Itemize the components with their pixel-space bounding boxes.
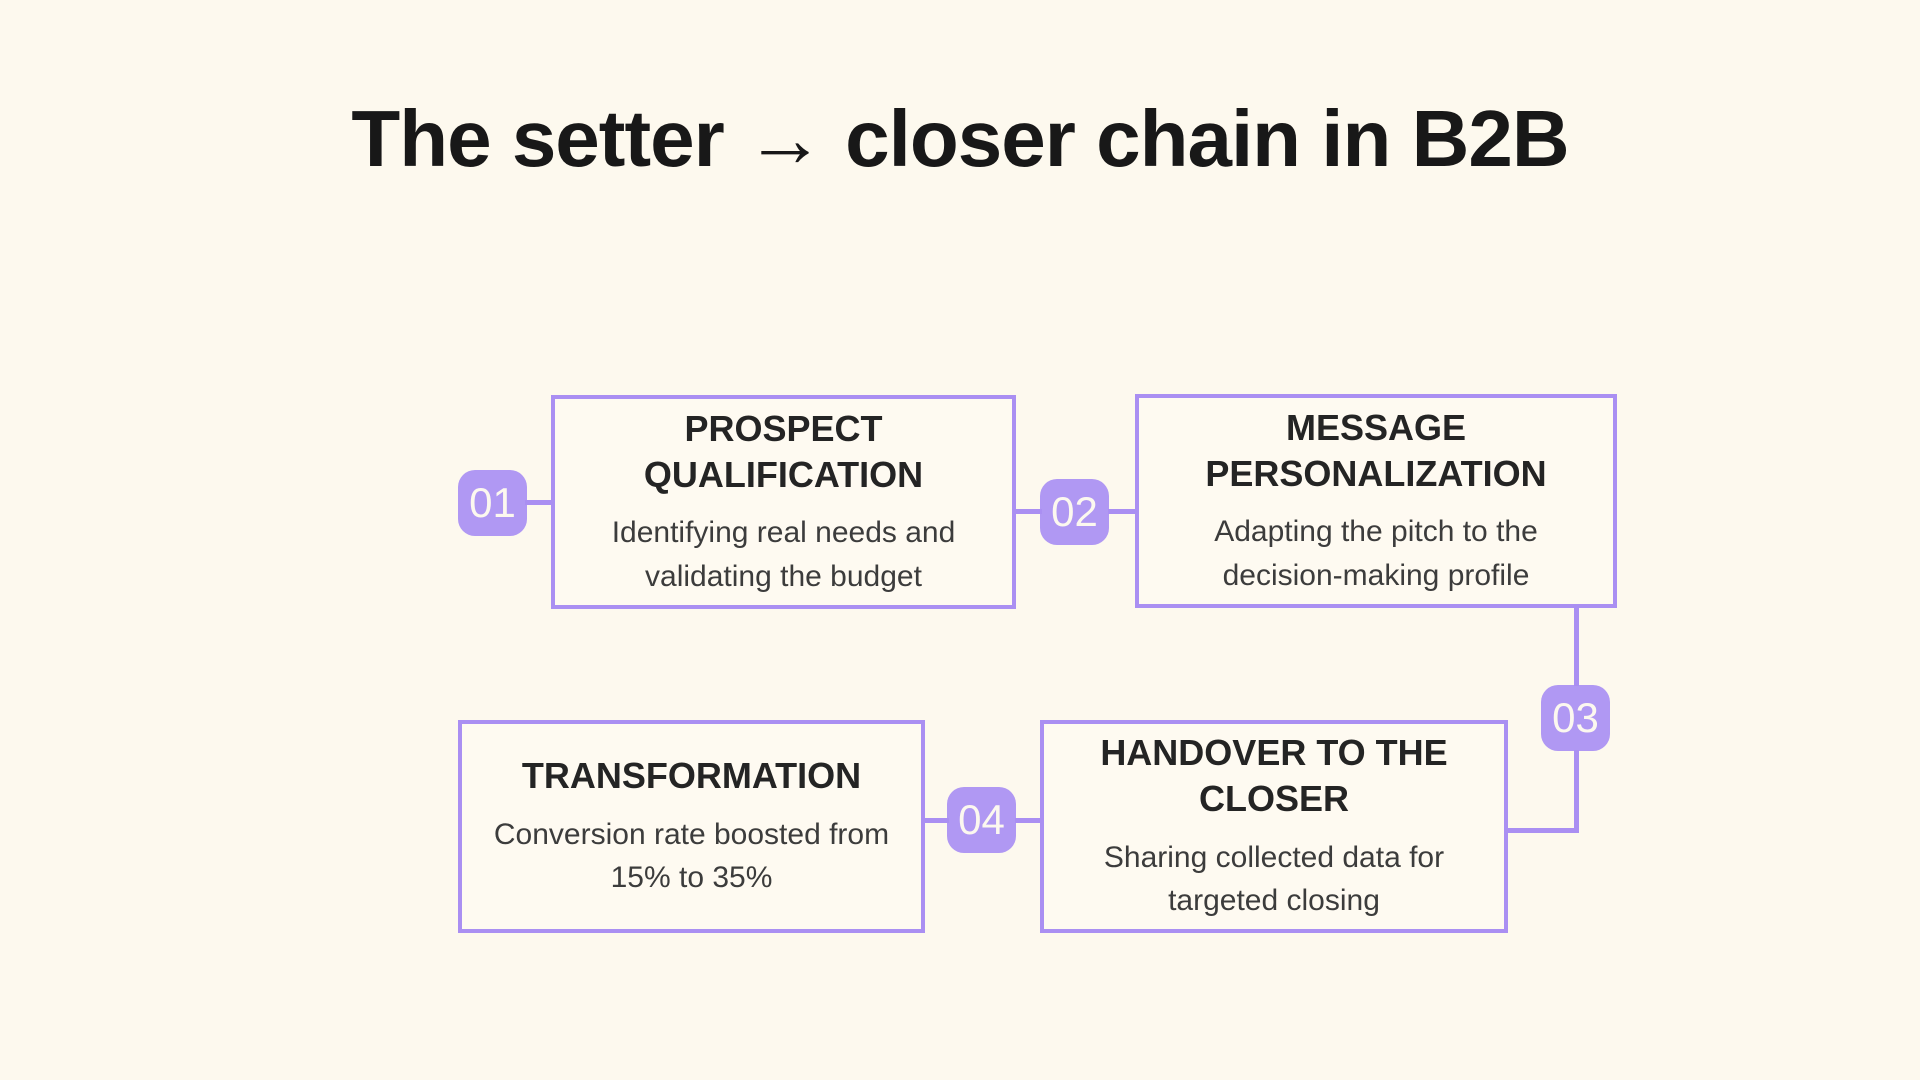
step-box-transformation: TRANSFORMATION Conversion rate boosted f… — [458, 720, 925, 933]
connector-badge01-to-box1 — [525, 500, 553, 505]
step-box-prospect-qualification: PROSPECT QUALIFICATION Identifying real … — [551, 395, 1016, 609]
step-title-prospect-qualification: PROSPECT QUALIFICATION — [643, 407, 924, 495]
step-description-transformation: Conversion rate boosted from 15% to 35% — [493, 817, 890, 895]
step-title-message-personalization: MESSAGE PERSONALIZATION — [1205, 406, 1547, 494]
connector-box1-to-badge02 — [1013, 509, 1042, 514]
step-number-badge-04: 04 — [947, 787, 1016, 853]
connector-down-to-box3 — [1506, 828, 1579, 833]
connector-badge02-to-box2 — [1108, 509, 1137, 514]
step-title-handover-to-closer: HANDOVER TO THE CLOSER — [1100, 732, 1448, 819]
step-box-handover-to-closer: HANDOVER TO THE CLOSER Sharing collected… — [1040, 720, 1508, 933]
step-number-badge-03: 03 — [1541, 685, 1610, 751]
connector-badge03-down — [1574, 750, 1579, 833]
step-description-message-personalization: Adapting the pitch to the decision-makin… — [1214, 515, 1538, 592]
connector-box2-to-badge03 — [1574, 606, 1579, 686]
connector-box3-to-badge04 — [1015, 818, 1042, 823]
step-box-message-personalization: MESSAGE PERSONALIZATION Adapting the pit… — [1135, 394, 1617, 608]
step-number-badge-02: 02 — [1040, 479, 1109, 545]
step-number-badge-01: 01 — [458, 470, 527, 536]
connector-badge04-to-box4 — [923, 818, 949, 823]
step-title-transformation: TRANSFORMATION — [521, 755, 862, 797]
step-description-handover-to-closer: Sharing collected data for targeted clos… — [1103, 840, 1445, 918]
step-description-prospect-qualification: Identifying real needs and validating th… — [611, 516, 956, 593]
page-title: The setter → closer chain in B2B — [351, 94, 1569, 183]
